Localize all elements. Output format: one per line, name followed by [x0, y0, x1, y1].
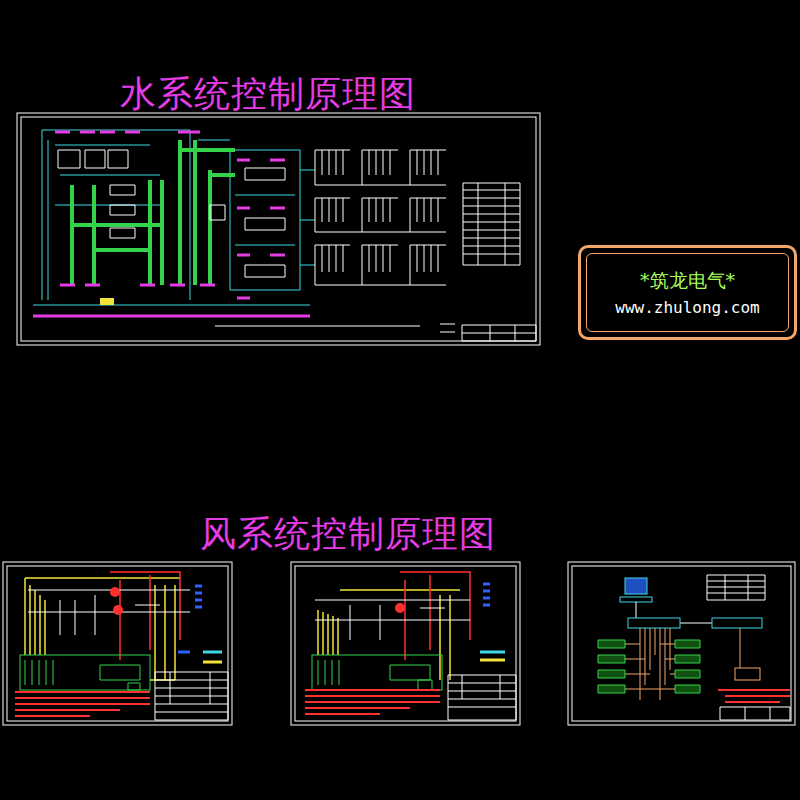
monitor-icon [625, 578, 647, 594]
sheet-frame-inner [295, 566, 516, 721]
network-sheet [568, 562, 795, 725]
air-sheet-b [291, 562, 520, 725]
feeder-taps [625, 644, 675, 689]
watermark-box: *筑龙电气* www.zhulong.com [578, 245, 797, 340]
red-wires [400, 572, 470, 660]
watermark-brand: *筑龙电气* [581, 268, 794, 292]
green-pipes [72, 140, 235, 285]
note-lines [215, 324, 455, 332]
water-sheet [17, 113, 540, 345]
watermark-url: www.zhulong.com [581, 298, 794, 318]
fan-symbol [113, 605, 123, 615]
sheet-frame-inner [21, 117, 536, 341]
magenta-bus [33, 132, 310, 316]
sheet-frame-inner [572, 566, 791, 721]
controller-box [20, 655, 150, 690]
fan-symbol [395, 603, 405, 613]
legend-marks [483, 584, 490, 605]
hub-box [628, 618, 680, 628]
sheet-frame-inner [7, 566, 228, 721]
spec-table [463, 183, 520, 265]
red-notes [305, 690, 440, 714]
red-notes [15, 692, 150, 716]
branch-grids [315, 150, 446, 285]
sheet-frame [568, 562, 795, 725]
controller-box [312, 655, 442, 690]
watermark-inner-border [586, 253, 789, 332]
keyboard-icon [620, 597, 652, 602]
air-sheet-a [3, 562, 232, 725]
legend-bars [203, 651, 222, 654]
white-equipment [58, 150, 285, 277]
legend-bars [203, 661, 222, 664]
bus-lines [636, 602, 712, 623]
gateway-box [735, 668, 760, 680]
red-notes [718, 690, 790, 702]
spec-table [707, 575, 765, 600]
legend-bars [480, 651, 505, 654]
sheet-heading: 风系统控制原理图 [200, 514, 496, 554]
legend-bars [480, 659, 505, 662]
fan-symbol [110, 587, 120, 597]
yellow-device [100, 298, 114, 305]
duct-lines [315, 600, 470, 640]
controller-terminals [25, 660, 140, 690]
sheet-frame [17, 113, 540, 345]
spec-table [448, 675, 516, 720]
field-controllers [598, 640, 700, 693]
sheet-heading: 水系统控制原理图 [120, 74, 416, 114]
spec-table [155, 672, 228, 720]
legend-marks [178, 586, 202, 652]
sheet-frame [291, 562, 520, 725]
title-block [720, 707, 790, 720]
sheet-frame [3, 562, 232, 725]
hub-box [712, 618, 762, 628]
cyan-wires [33, 130, 315, 305]
title-block [462, 325, 536, 341]
controller-terminals [318, 660, 432, 690]
red-wires [110, 572, 180, 660]
duct-lines [28, 590, 190, 635]
